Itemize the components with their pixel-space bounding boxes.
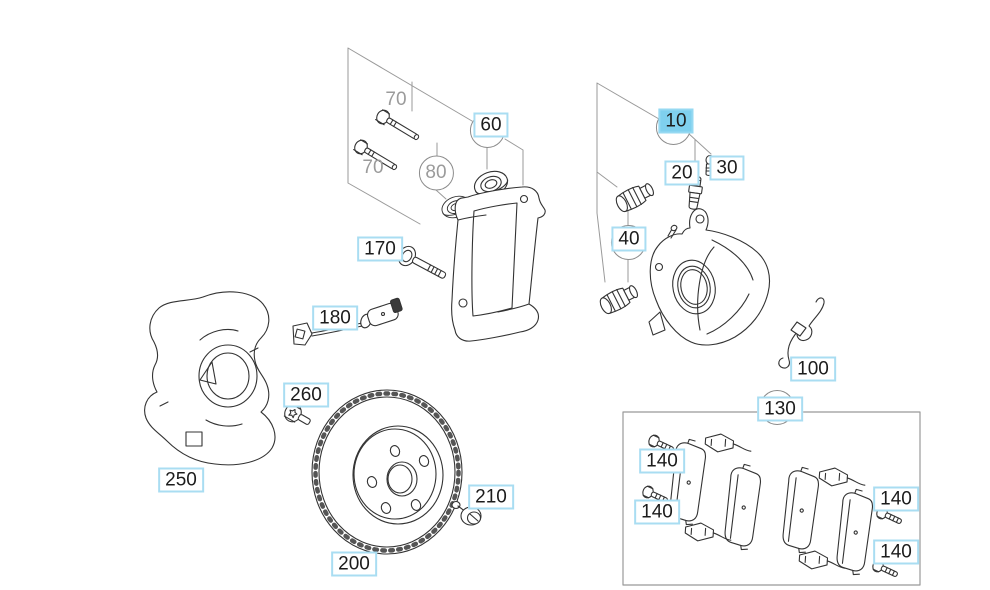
callout-250[interactable]: 250 bbox=[158, 467, 204, 493]
callout-80[interactable]: 80 bbox=[418, 155, 454, 191]
callout-30[interactable]: 30 bbox=[709, 155, 745, 181]
callout-100[interactable]: 100 bbox=[790, 356, 836, 382]
callout-label: 210 bbox=[468, 484, 514, 510]
callout-60[interactable]: 60 bbox=[469, 112, 509, 148]
callout-140-4[interactable]: 140 bbox=[873, 539, 919, 565]
guide-bushing-drawing-40-upper bbox=[612, 179, 658, 215]
disc-screw-drawing-210 bbox=[451, 500, 482, 526]
pad-clip-drawing bbox=[704, 432, 753, 455]
hub-bolt-drawing-260 bbox=[283, 403, 311, 425]
callout-label: 60 bbox=[473, 112, 509, 138]
dust-shield-drawing-250 bbox=[144, 291, 276, 466]
callout-label: 140 bbox=[639, 448, 685, 474]
callout-label: 200 bbox=[331, 551, 377, 577]
callout-140-1[interactable]: 140 bbox=[639, 448, 685, 474]
callout-label: 10 bbox=[658, 108, 694, 134]
pad-clip-drawing bbox=[818, 466, 867, 489]
callout-label: 40 bbox=[611, 226, 647, 252]
leader-lines bbox=[347, 47, 712, 283]
callout-70-top[interactable]: 70 bbox=[385, 89, 406, 111]
callout-label: 140 bbox=[873, 486, 919, 512]
callout-20[interactable]: 20 bbox=[664, 160, 700, 186]
retaining-spring-drawing-100 bbox=[778, 297, 825, 369]
brake-pad-drawing bbox=[722, 462, 763, 552]
brake-pad-drawing bbox=[834, 487, 875, 577]
callout-label: 170 bbox=[357, 236, 403, 262]
callout-label: 140 bbox=[873, 539, 919, 565]
callout-200[interactable]: 200 bbox=[331, 551, 377, 577]
guide-bushing-drawing-40-lower bbox=[596, 281, 642, 317]
callout-40[interactable]: 40 bbox=[610, 224, 647, 260]
callout-label: 250 bbox=[158, 467, 204, 493]
callout-label: 70 bbox=[362, 157, 384, 178]
caliper-carrier-drawing bbox=[451, 186, 546, 342]
callout-label: 130 bbox=[757, 396, 803, 422]
callout-label: 70 bbox=[385, 89, 407, 110]
callout-label: 20 bbox=[664, 160, 700, 186]
callout-label: 180 bbox=[312, 305, 358, 331]
brake-disc-drawing-200 bbox=[311, 389, 463, 555]
callout-label: 260 bbox=[283, 382, 329, 408]
brake-caliper-drawing-10 bbox=[648, 208, 771, 346]
callout-label: 30 bbox=[709, 155, 745, 181]
brake-pad-drawing bbox=[780, 465, 821, 555]
callout-170[interactable]: 170 bbox=[357, 236, 403, 262]
mounting-bolt-drawing-170 bbox=[394, 242, 451, 286]
callout-260[interactable]: 260 bbox=[283, 382, 329, 408]
guide-pin-bolt-drawing-top bbox=[373, 107, 423, 145]
callout-70-bottom[interactable]: 70 bbox=[362, 157, 383, 179]
callout-10[interactable]: 10 bbox=[655, 108, 694, 145]
callout-label: 100 bbox=[790, 356, 836, 382]
callout-label: 140 bbox=[634, 499, 680, 525]
callout-180[interactable]: 180 bbox=[312, 305, 358, 331]
wear-sensor-drawing-180 bbox=[292, 297, 403, 346]
callout-circle bbox=[418, 155, 454, 191]
callout-140-2[interactable]: 140 bbox=[634, 499, 680, 525]
callout-130[interactable]: 130 bbox=[754, 389, 803, 425]
callout-label: 80 bbox=[425, 162, 447, 183]
callout-140-3[interactable]: 140 bbox=[873, 486, 919, 512]
callout-210[interactable]: 210 bbox=[468, 484, 514, 510]
